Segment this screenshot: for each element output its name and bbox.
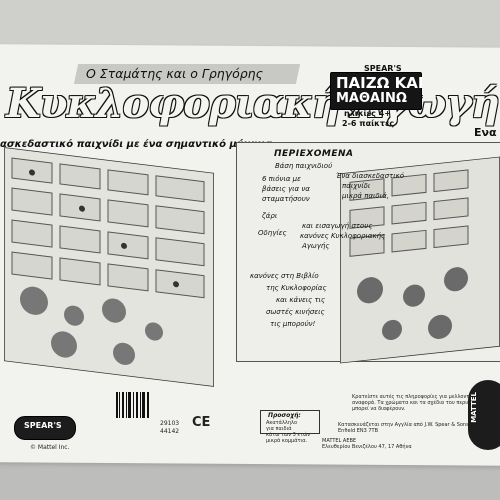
warning-title: Προσοχή: [268, 412, 301, 419]
info-line: Κρατείστε αυτές τις πληροφορίες για μελλ… [352, 394, 489, 400]
series-logo-line1: ΠΑΙΖΩ ΚΑΙ [336, 74, 424, 92]
warning-line: για παιδιά [266, 426, 292, 432]
board-illustration-right [340, 156, 500, 364]
contents-line: και κάνεις τις [276, 296, 326, 304]
contents-line: σταματήσουν [262, 195, 310, 203]
importer-line: MATTEL ΑΕΒΕ [322, 438, 357, 444]
warning-line: μικρά κομμάτια. [266, 438, 308, 444]
barcode [116, 392, 149, 418]
product-code: 29103 [160, 420, 180, 427]
contents-line: και εισαγωγή στους [302, 222, 373, 230]
product-code: 44142 [160, 428, 180, 435]
info-line: μπορεί να διαφέρουν. [352, 406, 406, 412]
cropped-corner-text: Ενα [474, 126, 497, 139]
warning-box [260, 410, 320, 434]
contents-line: κανόνες στη Βιβλίο [250, 272, 319, 280]
copyright: © Mattel Inc. [30, 444, 70, 451]
contents-header: ΠΕΡΙΕΧΟΜΕΝΑ [274, 149, 354, 159]
contents-line: ζάρι [262, 212, 278, 220]
players-label: 2-6 παίκτες [342, 119, 395, 128]
contents-line: της Κυκλοφορίας [266, 284, 327, 292]
contents-line: τις μπορούν! [270, 320, 316, 328]
warning-line: Ακατάλληλο [266, 420, 298, 426]
contents-line: 6 πιόνια με [262, 175, 301, 183]
contents-line: κανόνες Κυκλοφοριακής [300, 232, 386, 240]
contents-line: βάσεις για να [262, 185, 310, 193]
contents-line: Ένα διασκεδαστικό [336, 172, 405, 180]
series-logo [330, 72, 422, 110]
brand-top-text: SPEAR'S [364, 64, 402, 73]
spears-badge-text: SPEAR'S [24, 421, 62, 430]
contents-line: παιχνίδι [342, 182, 371, 190]
ce-mark: CE [192, 415, 211, 430]
contents-line: Οδηγίες [258, 229, 287, 237]
mattel-round-logo [468, 380, 500, 450]
box-tagline: ασκεδαστικό παιχνίδι με ένα σημαντικό μή… [0, 139, 272, 150]
contents-line: σωστές κινήσεις [266, 308, 325, 316]
age-label: ηλικίες 4+ [344, 109, 391, 118]
spears-badge [14, 416, 76, 440]
box-subtitle: Ο Σταμάτης και ο Γρηγόρης [86, 66, 263, 81]
importer-line: Κατασκευάζεται στην Αγγλία από J.W. Spea… [338, 422, 480, 428]
contents-line: Βάση παιχνιδιού [275, 162, 333, 170]
board-illustration-left [4, 147, 214, 387]
info-line: αναφορά. Τα χρώματα και τα σχέδια του πε… [352, 400, 491, 406]
warning-line: κάτω των 3 ετών [266, 432, 311, 438]
importer-line: Enfield EN3 7TB [338, 428, 379, 434]
series-logo-line2: ΜΑΘΑΙΝΩ [336, 91, 407, 106]
mattel-logo-text: MATTEL [470, 392, 478, 423]
importer-line: Ελευθερίου Βενιζέλου 47, 17 Αθήνα [322, 444, 412, 450]
box-title: Κυκλοφοριακή Αγωγή [6, 80, 500, 127]
contents-line: Αγωγής [302, 242, 330, 250]
contents-line: μικρά παιδιά, [342, 192, 389, 200]
